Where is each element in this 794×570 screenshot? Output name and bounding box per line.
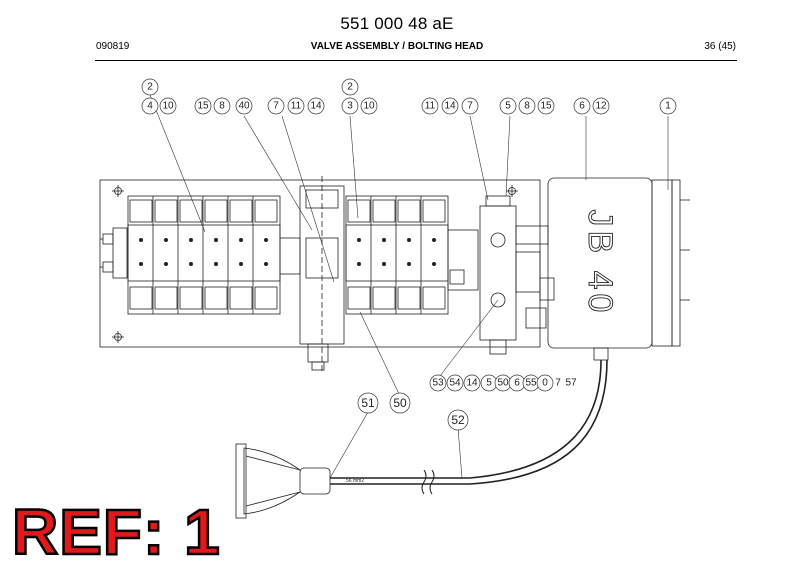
leader-lines [149,94,669,479]
balloon-label: 15 [540,101,552,112]
item-balloon [194,97,212,115]
balloon-label: 6 [514,378,520,389]
header-page-number: 36 (45) [704,41,736,52]
item-balloon [307,97,325,115]
left-fittings [100,227,128,279]
item-balloon [159,97,177,115]
balloon-label: 7 [555,378,561,389]
mounting-hole [506,185,518,197]
item-balloon [446,374,464,392]
item-balloon [463,374,481,392]
item-balloon [592,97,610,115]
central-manifold [279,176,345,372]
item-balloon [518,97,536,115]
balloon-label: 4 [147,101,153,112]
item-balloon [659,97,677,115]
item-balloon [573,97,591,115]
junction-box-label: JB 40 [581,210,619,317]
regulator-column [479,195,555,355]
document-number: 551 000 48 aE [340,14,454,33]
balloon-label: 8 [219,101,225,112]
item-balloon [360,97,378,115]
balloon-label: 50 [497,378,509,389]
item-balloon [213,97,231,115]
balloon-label: 15 [197,101,209,112]
valve-bolt-details [139,238,436,266]
junction-box [547,177,690,361]
balloon-label: 1 [665,101,671,112]
balloon-label: 0 [542,378,548,389]
balloon-label: 10 [162,101,174,112]
item-balloon [429,374,447,392]
balloon-label: 52 [451,413,465,427]
item-balloon [461,97,479,115]
left-valve-stack [127,195,281,315]
balloon-label: 50 [393,396,407,410]
item-balloon [421,97,439,115]
balloon-label: 6 [579,101,585,112]
balloon-label: 54 [449,378,461,389]
item-balloon [499,97,517,115]
item-balloon [536,374,554,392]
header-title: VALVE ASSEMBLY / BOLTING HEAD [310,41,484,52]
item-balloon [537,97,555,115]
balloon-label: 2 [347,82,353,93]
item-balloon [141,78,159,96]
right-valve-stack [345,195,449,315]
cable-outline [330,359,608,485]
cable-size-label: 56 mm2 [346,478,364,484]
item-balloon [357,392,379,414]
item-balloon [235,97,253,115]
balloon-label: 53 [432,378,444,389]
balloon-label: 8 [524,101,530,112]
balloon-label: 14 [310,101,322,112]
balloon-label: 14 [444,101,456,112]
item-balloon [341,78,359,96]
balloon-label: 5 [486,378,492,389]
item-balloon [141,97,159,115]
header-date-code: 090819 [96,41,130,52]
item-balloon [341,97,359,115]
item-balloon [267,97,285,115]
item-balloon [389,392,411,414]
balloon-label: 10 [363,101,375,112]
mounting-hole [112,185,124,197]
balloon-label: 14 [466,378,478,389]
connector-block [447,229,479,291]
balloon-label: 40 [238,101,250,112]
item-balloon [287,97,305,115]
mounting-hole [112,331,124,343]
balloon-label: 3 [347,101,353,112]
balloon-label: 7 [467,101,473,112]
balloon-label: 12 [595,101,607,112]
cable-break-mark [421,469,435,495]
item-balloon [441,97,459,115]
plug-connector [235,443,331,519]
balloon-label: 55 [525,378,537,389]
balloon-label: 51 [361,396,375,410]
balloon-label: 11 [291,101,302,112]
balloon-label: 57 [565,378,577,389]
balloon-label: 7 [273,101,279,112]
balloon-label: 2 [147,82,153,93]
balloon-label: 11 [425,101,436,112]
reference-stamp: REF: 1 [11,496,221,568]
item-balloon [447,409,469,431]
header-rule [95,60,737,61]
balloon-label: 5 [505,101,511,112]
cable [330,359,602,479]
